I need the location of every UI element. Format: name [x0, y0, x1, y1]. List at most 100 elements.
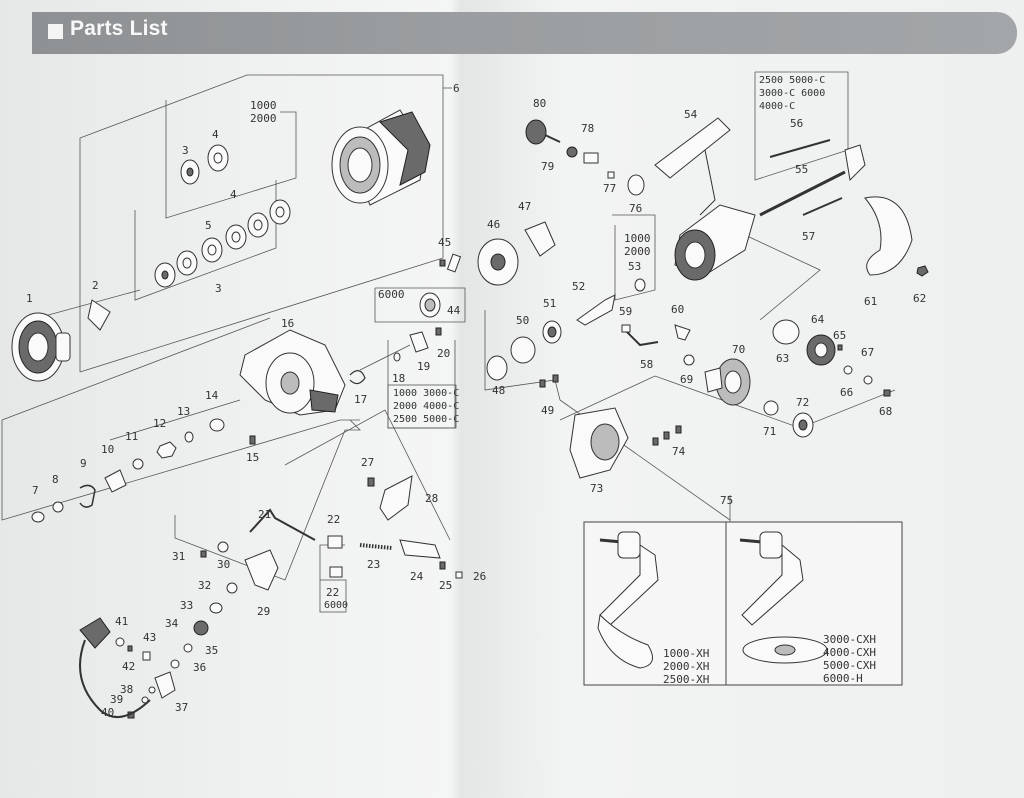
- bail-wire-loop: [79, 617, 151, 719]
- part-76: [627, 174, 645, 196]
- part-26: [455, 571, 463, 579]
- handle-right: [739, 531, 828, 664]
- callout-65: 65: [833, 329, 846, 342]
- callout-8: 8: [52, 473, 59, 486]
- part-60: [674, 324, 691, 341]
- part-7: [31, 511, 45, 523]
- callout-51: 51: [543, 297, 556, 310]
- gear-assembly: [439, 221, 691, 388]
- callout-23: 23: [367, 558, 380, 571]
- part-32: [226, 582, 238, 594]
- part-42: [127, 645, 133, 652]
- callout-1: 1: [26, 292, 33, 305]
- part-number-callouts: 1 2 3 3 4 4 5 6 7 8 9 10 11 12 13 14 15 …: [26, 82, 926, 719]
- part-52-pinion: [576, 294, 616, 326]
- callout-10: 10: [101, 443, 114, 456]
- callout-15: 15: [246, 451, 259, 464]
- callout-3b: 3: [215, 282, 222, 295]
- washers-3-5: [154, 144, 291, 288]
- callout-39: 39: [110, 693, 123, 706]
- callout-38: 38: [120, 683, 133, 696]
- part-55-shaft: [759, 170, 846, 217]
- part-22: [327, 535, 343, 549]
- callout-27: 27: [361, 456, 374, 469]
- part-28-cover: [379, 475, 413, 521]
- part-67: [863, 375, 873, 385]
- callout-12: 12: [153, 417, 166, 430]
- callout-22a: 22: [327, 513, 340, 526]
- callout-71: 71: [763, 425, 776, 438]
- callout-46: 46: [487, 218, 500, 231]
- model-list-row-3: 2500 5000-C: [393, 414, 459, 425]
- drive-gear-assembly: [569, 319, 891, 479]
- part-58-shaft: [624, 329, 659, 347]
- part-63-washer: [772, 319, 800, 345]
- model-list-row-1: 1000 3000-C: [393, 388, 459, 399]
- knob-assembly: [525, 119, 645, 196]
- callout-4b: 4: [230, 188, 237, 201]
- part-74-screw: [652, 437, 659, 446]
- callout-59: 59: [619, 305, 632, 318]
- callout-67: 67: [861, 346, 874, 359]
- callout-25: 25: [439, 579, 452, 592]
- handle-box: [583, 521, 903, 686]
- part-15-screw: [249, 435, 256, 445]
- part-13: [184, 431, 194, 443]
- callout-55: 55: [795, 163, 808, 176]
- part-50: [510, 336, 536, 364]
- callout-13: 13: [177, 405, 190, 418]
- callout-47: 47: [518, 200, 531, 213]
- callout-69: 69: [680, 373, 693, 386]
- callout-45: 45: [438, 236, 451, 249]
- part-21-bail-wire: [249, 508, 316, 541]
- callout-68: 68: [879, 405, 892, 418]
- callout-48: 48: [492, 384, 505, 397]
- part-39: [141, 696, 149, 704]
- part-53: [634, 278, 646, 292]
- part-43: [142, 651, 151, 661]
- part-16-rotor: [239, 329, 346, 416]
- callout-32: 32: [198, 579, 211, 592]
- handle-left-variant-3: 2500-XH: [663, 673, 709, 686]
- part-36: [170, 659, 180, 669]
- part-69: [683, 354, 695, 366]
- callout-75: 75: [720, 494, 733, 507]
- part-11: [132, 458, 144, 470]
- part-38: [148, 686, 156, 694]
- callout-66: 66: [840, 386, 853, 399]
- handle-left-variant-2: 2000-XH: [663, 660, 709, 673]
- callout-49: 49: [541, 404, 554, 417]
- spring-22-variant: 6000: [324, 600, 348, 611]
- part-14: [209, 418, 225, 432]
- part-27-screw: [367, 477, 375, 487]
- part-12-nut: [156, 441, 177, 459]
- part-19: [409, 331, 429, 353]
- callout-78: 78: [581, 122, 594, 135]
- shaft-box-row-3: 4000-C: [759, 101, 795, 112]
- part-71: [763, 400, 779, 416]
- part-47: [524, 221, 556, 257]
- part-2-clip: [87, 299, 111, 331]
- callout-80: 80: [533, 97, 546, 110]
- part-34-roller: [193, 620, 209, 636]
- callout-79: 79: [541, 160, 554, 173]
- body-assembly: [31, 292, 442, 523]
- shaft-box-row-1: 2500 5000-C: [759, 75, 825, 86]
- callout-11: 11: [125, 430, 138, 443]
- callout-17: 17: [354, 393, 367, 406]
- callout-73: 73: [590, 482, 603, 495]
- callout-53: 53: [628, 260, 641, 273]
- box-53-variant-1: 1000: [624, 232, 651, 245]
- callout-30: 30: [217, 558, 230, 571]
- callout-26: 26: [473, 570, 486, 583]
- callout-74: 74: [672, 445, 686, 458]
- model-list-row-2: 2000 4000-C: [393, 401, 459, 412]
- callout-28: 28: [425, 492, 438, 505]
- callout-76: 76: [629, 202, 642, 215]
- part-49-screw: [539, 379, 546, 388]
- callout-54: 54: [684, 108, 698, 121]
- handle-right-variant-1: 3000-CXH: [823, 633, 876, 646]
- washer-variant-2: 2000: [250, 112, 277, 125]
